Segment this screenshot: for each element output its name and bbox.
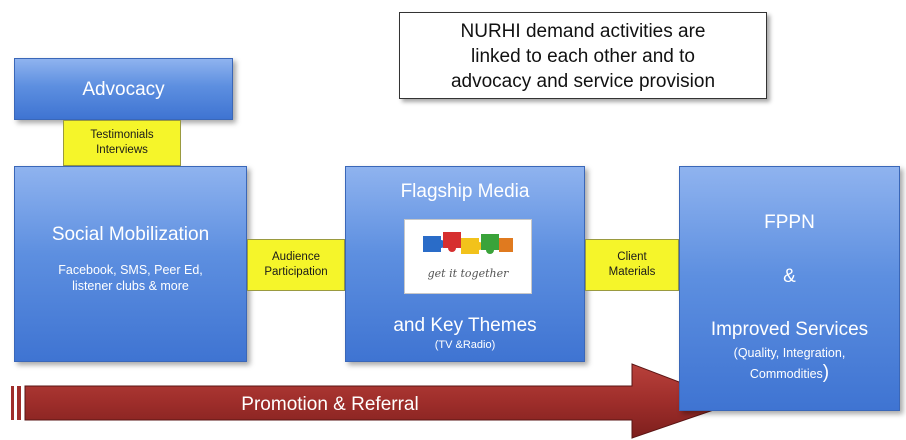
arrow-tail-stripe [11, 386, 14, 420]
arrow-tail-stripe [17, 386, 21, 420]
flagship-media-note: (TV &Radio) [434, 339, 496, 351]
connector-line: Client [617, 251, 647, 263]
flagship-media-subtitle: and Key Themes [393, 315, 537, 336]
logo-text: get it together [427, 267, 509, 280]
arrow-body [24, 363, 736, 439]
connector-line: Participation [264, 266, 328, 278]
promotion-referral-arrow: Promotion & Referral [11, 363, 736, 439]
fppn-title: FPPN [764, 212, 815, 233]
connector-line: Interviews [96, 144, 148, 156]
detail-line: Commodities) [680, 363, 899, 384]
connector-line: Materials [608, 266, 656, 278]
detail-line: (Quality, Integration, [733, 346, 846, 360]
advocacy-box: Advocacy [14, 58, 233, 120]
closing-paren: ) [822, 362, 830, 383]
detail-line-text: Commodities [749, 367, 823, 381]
callout-box: NURHI demand activities are linked to ea… [399, 12, 767, 99]
social-mobilization-box: Social Mobilization Facebook, SMS, Peer … [14, 166, 247, 362]
detail-line: Facebook, SMS, Peer Ed, [58, 263, 203, 277]
testimonials-connector: Testimonials Interviews [63, 120, 181, 166]
connector-line: Audience [272, 251, 320, 263]
audience-participation-connector: Audience Participation [247, 239, 345, 291]
callout-line: linked to each other and to [471, 46, 695, 67]
puzzle-icon [423, 232, 513, 254]
advocacy-title: Advocacy [82, 79, 165, 100]
detail-line: listener clubs & more [72, 279, 189, 293]
get-it-together-logo: get it together [404, 219, 532, 294]
client-materials-connector: Client Materials [585, 239, 679, 291]
connector-line: Testimonials [90, 129, 154, 141]
flagship-media-box: Flagship Media get it together and Key T… [345, 166, 585, 362]
fppn-ampersand: & [783, 266, 796, 287]
flagship-media-title: Flagship Media [400, 181, 530, 202]
fppn-box: FPPN & Improved Services (Quality, Integ… [679, 166, 900, 411]
callout-line: NURHI demand activities are [460, 21, 706, 42]
social-mobilization-title: Social Mobilization [51, 224, 210, 245]
fppn-detail: (Quality, Integration, Commodities) [680, 344, 899, 384]
arrow-label: Promotion & Referral [241, 394, 418, 415]
fppn-subtitle: Improved Services [710, 319, 869, 340]
social-mobilization-detail: Facebook, SMS, Peer Ed, listener clubs &… [15, 262, 246, 294]
callout-line: advocacy and service provision [450, 71, 716, 92]
